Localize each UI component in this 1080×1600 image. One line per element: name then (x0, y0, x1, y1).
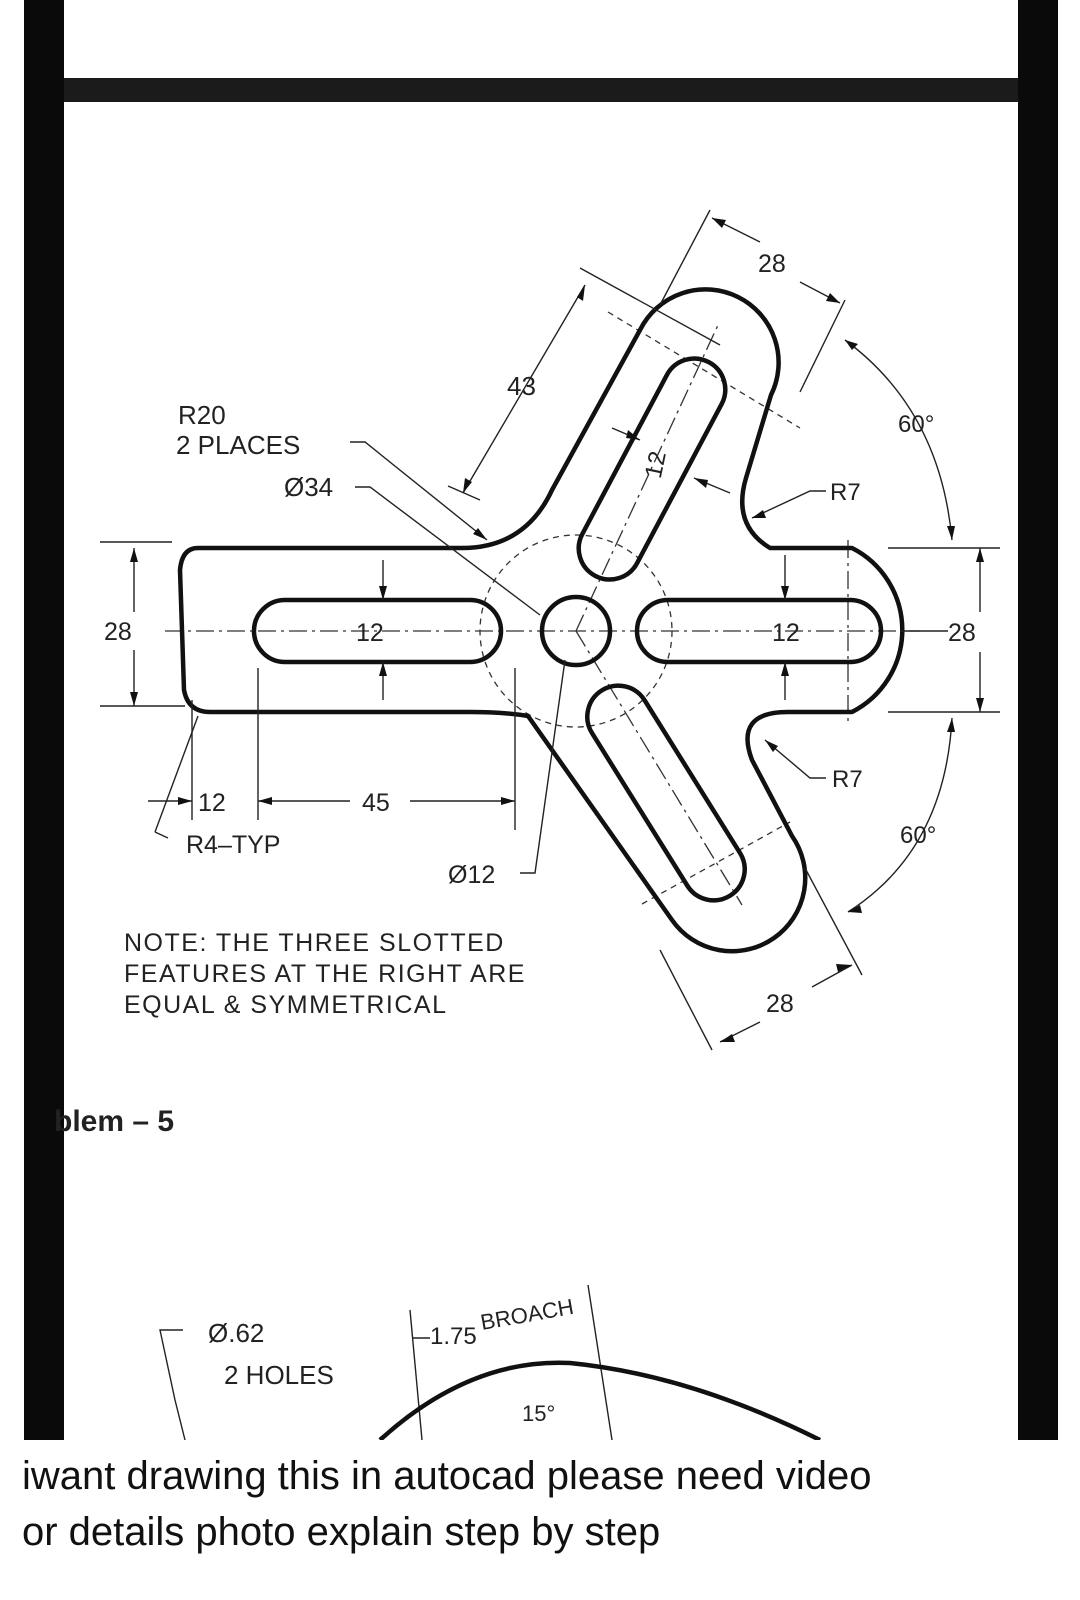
note-line-3: EQUAL & SYMMETRICAL (124, 991, 447, 1019)
right-slot (634, 597, 884, 665)
bolt-circle (479, 534, 673, 728)
label-r7-top: R7 (830, 479, 861, 506)
label-175: 1.75 (430, 1323, 477, 1350)
next-problem-fragment: Ø.62 2 HOLES 1.75 BROACH 15° (159, 1284, 822, 1440)
label-28-right: 28 (948, 619, 976, 647)
label-28-bottom: 28 (766, 990, 794, 1018)
arrowheads (130, 218, 984, 1042)
label-dia-062: Ø.62 (208, 1318, 264, 1348)
photo-frame: R20 2 PLACES Ø34 43 28 12 60° R7 28 12 1… (24, 0, 1058, 1440)
caption-line-1: iwant drawing this in autocad please nee… (22, 1454, 872, 1498)
left-slot (251, 597, 504, 665)
label-43: 43 (507, 371, 536, 401)
technical-drawing: R20 2 PLACES Ø34 43 28 12 60° R7 28 12 1… (54, 209, 1000, 1440)
label-broach: BROACH (479, 1294, 576, 1335)
label-dia34: Ø34 (284, 472, 333, 502)
note-block: NOTE: THE THREE SLOTTED FEATURES AT THE … (124, 929, 526, 1019)
label-15deg: 15° (522, 1401, 555, 1426)
label-dia12: Ø12 (448, 861, 495, 889)
label-12-right-slot: 12 (772, 619, 800, 647)
lower-slot (585, 683, 747, 903)
caption-line-2: or details photo explain step by step (22, 1510, 661, 1554)
slots (251, 356, 884, 903)
label-r4-typ: R4–TYP (186, 831, 280, 859)
label-2-holes: 2 HOLES (224, 1360, 334, 1390)
note-line-1: NOTE: THE THREE SLOTTED (124, 929, 505, 957)
top-dark-band (64, 78, 1018, 102)
problem-label: blem – 5 (54, 1105, 174, 1138)
label-12-bottom: 12 (198, 789, 226, 817)
label-2-places: 2 PLACES (176, 430, 300, 460)
dimension-labels: R20 2 PLACES Ø34 43 28 12 60° R7 28 12 1… (104, 250, 976, 1018)
label-28-top: 28 (758, 250, 786, 278)
label-r20: R20 (178, 400, 226, 430)
label-60-top: 60° (898, 411, 934, 438)
question-caption: iwant drawing this in autocad please nee… (22, 1448, 1062, 1560)
note-line-2: FEATURES AT THE RIGHT ARE (124, 960, 526, 988)
left-dark-border (24, 0, 64, 1440)
label-12-upper-slot: 12 (640, 449, 672, 481)
dimension-lines (100, 209, 1000, 1051)
label-r7-bottom: R7 (832, 766, 863, 793)
right-dark-border (1018, 0, 1058, 1440)
upper-slot (576, 356, 728, 582)
label-60-bottom: 60° (900, 822, 936, 849)
label-28-left: 28 (104, 618, 132, 646)
center-hole (539, 594, 613, 668)
label-45: 45 (362, 789, 390, 817)
label-12-left-slot: 12 (356, 619, 384, 647)
